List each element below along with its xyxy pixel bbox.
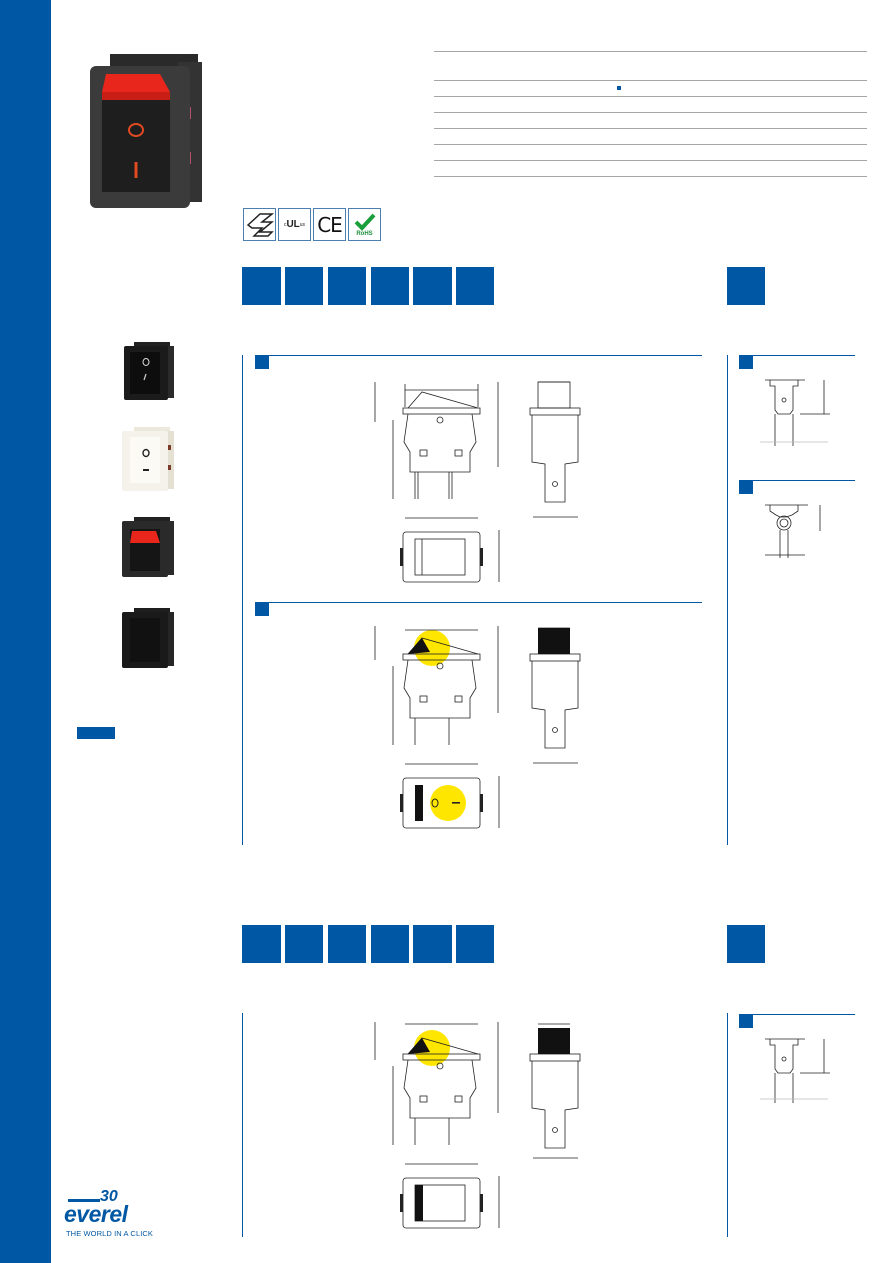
code-block xyxy=(242,925,281,963)
brand-sidebar xyxy=(0,0,51,1263)
spec-rule xyxy=(434,144,867,145)
code-block xyxy=(242,267,281,305)
code-block xyxy=(328,925,366,963)
black-rocker-switch-photo xyxy=(124,342,174,400)
drawing-label-block xyxy=(255,356,269,369)
red-rocker-switch-photo xyxy=(90,54,202,208)
enec-mark-icon xyxy=(243,208,276,241)
tab-terminal-drawing-2 xyxy=(760,1038,830,1103)
code-block xyxy=(371,267,409,305)
spec-rule xyxy=(434,160,867,161)
terminal-rule xyxy=(739,480,855,481)
terminal-divider xyxy=(727,355,728,845)
code-block xyxy=(456,267,494,305)
tab-terminal-drawing xyxy=(760,379,830,446)
section-rule xyxy=(255,602,702,603)
code-block xyxy=(456,925,494,963)
terminal-divider xyxy=(727,1013,728,1237)
terminal-label-block xyxy=(739,356,753,369)
terminal-rule xyxy=(739,355,855,356)
variant-tag-block xyxy=(77,727,115,739)
standard-switch-drawing xyxy=(374,381,581,583)
logo-bar xyxy=(68,1199,100,1202)
code-block xyxy=(413,267,452,305)
black-blank-rocker-switch-photo xyxy=(122,608,174,668)
code-block xyxy=(285,925,323,963)
rohs-mark-icon: RoHS xyxy=(348,208,381,241)
code-block xyxy=(328,267,366,305)
aux-code-block xyxy=(727,925,765,963)
terminal-label-block xyxy=(739,481,753,494)
code-block xyxy=(285,267,323,305)
solder-eye-terminal-drawing xyxy=(765,504,821,558)
illuminated-switch-drawing xyxy=(374,626,581,829)
section-divider xyxy=(242,1013,243,1237)
code-block xyxy=(413,925,452,963)
terminal-label-block xyxy=(739,1015,753,1028)
blue-square-icon xyxy=(617,86,621,90)
spec-rule xyxy=(434,112,867,113)
logo-number: 30 xyxy=(100,1188,118,1205)
section-divider xyxy=(242,355,243,845)
spec-rule xyxy=(434,128,867,129)
ce-mark-icon: CE xyxy=(313,208,346,241)
red-black-rocker-switch-photo xyxy=(122,517,174,577)
drawing-label-block xyxy=(255,603,269,616)
section-rule xyxy=(255,355,702,356)
aux-code-block xyxy=(727,267,765,305)
logo-wordmark: everel xyxy=(64,1201,128,1227)
logo-tagline: THE WORLD IN A CLICK xyxy=(66,1229,154,1238)
spec-rule xyxy=(434,176,867,177)
white-rocker-switch-photo xyxy=(122,427,174,491)
everel-logo: 30 everel THE WORLD IN A CLICK xyxy=(64,1188,214,1243)
spec-rule xyxy=(434,80,867,81)
spec-rule xyxy=(434,51,867,52)
ul-mark-icon: c UL us xyxy=(278,208,311,241)
terminal-rule xyxy=(739,1014,855,1015)
spec-rule xyxy=(434,96,867,97)
illuminated-switch-drawing-2 xyxy=(374,1022,581,1229)
code-block xyxy=(371,925,409,963)
